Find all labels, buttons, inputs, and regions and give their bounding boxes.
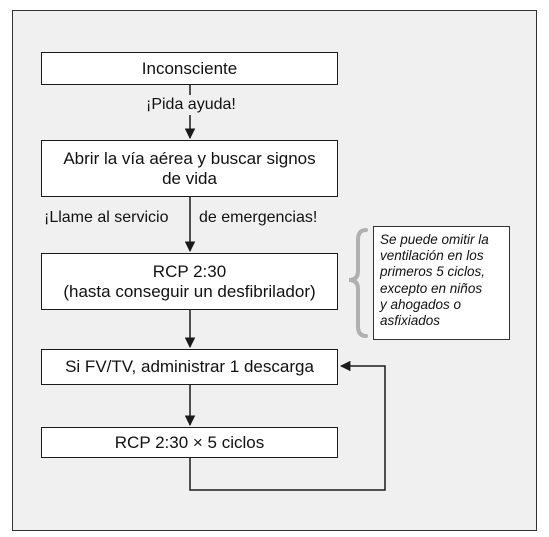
- label-pida-ayuda: ¡Pida ayuda!: [146, 95, 236, 115]
- note-line: excepto en niños: [380, 280, 483, 296]
- note-line: Se puede omitir la: [380, 232, 489, 247]
- label-llame-servicio: ¡Llame al servicio: [44, 208, 169, 228]
- node-rcp-ciclos-text: RCP 2:30 × 5 ciclos: [114, 432, 265, 452]
- node-abrir-line2: de vida: [162, 168, 217, 188]
- node-descarga-text: Si FV/TV, administrar 1 descarga: [65, 357, 314, 376]
- node-abrir-via-aerea: Abrir la vía aérea y buscar signos de vi…: [41, 140, 338, 197]
- node-descarga: Si FV/TV, administrar 1 descarga: [41, 349, 338, 385]
- node-rcp: RCP 2:30 (hasta conseguir un desfibrilad…: [41, 253, 338, 310]
- node-abrir-line1: Abrir la vía aérea y buscar signos: [63, 148, 316, 168]
- note-brace: [348, 228, 368, 338]
- node-rcp-ciclos: RCP 2:30 × 5 ciclos: [41, 427, 338, 458]
- note-line: primeros 5 ciclos,: [380, 264, 486, 280]
- node-inconsciente: Inconsciente: [41, 52, 338, 85]
- ventilation-note: Se puede omitir la ventilación en los pr…: [373, 226, 510, 340]
- node-inconsciente-text: Inconsciente: [141, 58, 238, 78]
- note-line: ventilación en los: [380, 248, 484, 264]
- node-rcp-line1: RCP 2:30: [152, 261, 227, 281]
- note-line: y ahogados o: [380, 296, 462, 312]
- label-emergencias: de emergencias!: [199, 208, 318, 228]
- loop-arrow-rcp-ciclos-to-descarga: [189, 360, 386, 491]
- node-rcp-line2: (hasta conseguir un desfibrilador): [63, 281, 316, 301]
- note-line: asfixiados: [380, 313, 441, 329]
